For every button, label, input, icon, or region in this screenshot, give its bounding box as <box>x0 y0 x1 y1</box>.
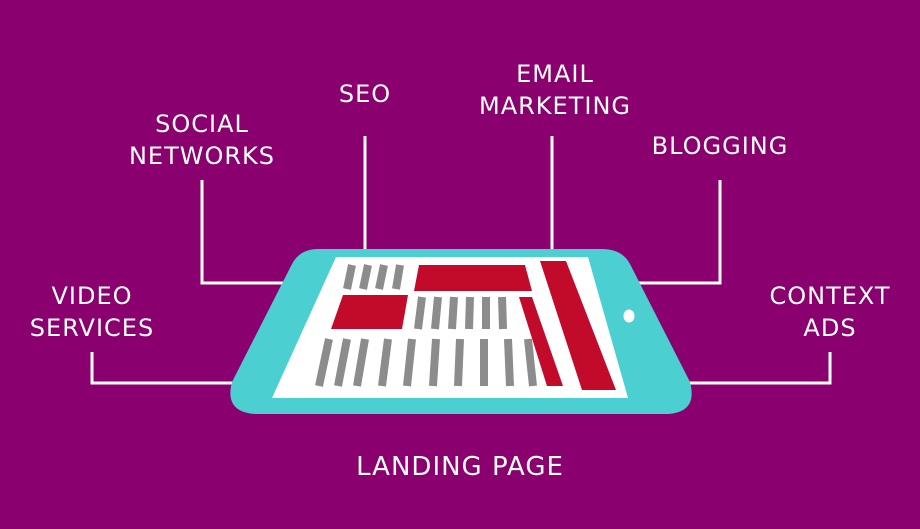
text-bar <box>375 264 388 290</box>
label-line: SEO <box>338 80 392 108</box>
label-seo: SEO <box>339 78 391 110</box>
text-bar <box>403 338 416 387</box>
text-bar <box>454 338 464 387</box>
content-blocks <box>331 261 616 390</box>
text-bar <box>378 338 392 387</box>
header-block <box>414 265 532 291</box>
label-line: VIDEO <box>51 282 133 310</box>
label-context-ads: CONTEXT ADS <box>769 280 890 344</box>
text-bar <box>353 338 369 387</box>
label-line: ADS <box>803 314 857 342</box>
label-line: EMAIL <box>516 60 594 88</box>
text-bar <box>429 338 440 387</box>
tablet <box>230 249 692 414</box>
text-bar <box>431 296 442 330</box>
text-bar <box>504 338 514 387</box>
text-bar <box>524 338 537 387</box>
label-line: SERVICES <box>29 314 155 342</box>
diagram-caption: LANDING PAGE <box>356 452 564 482</box>
text-bar <box>448 296 458 330</box>
feature-block <box>331 295 408 329</box>
connector-context-ads <box>688 352 832 385</box>
connector-blogging <box>628 180 722 285</box>
text-bar <box>465 296 474 330</box>
text-bar <box>315 338 333 387</box>
label-social-networks: SOCIAL NETWORKS <box>129 108 275 172</box>
label-blogging: BLOGGING <box>652 130 789 162</box>
text-bar <box>334 338 351 387</box>
text-bars <box>315 264 537 387</box>
label-video-services: VIDEO SERVICES <box>30 280 154 344</box>
label-line: SOCIAL <box>155 110 249 138</box>
connector-video-services <box>90 352 234 385</box>
text-bar <box>343 264 356 290</box>
label-line: NETWORKS <box>128 142 276 170</box>
text-bar <box>359 264 372 290</box>
connector-social-networks <box>200 180 292 285</box>
text-bar <box>414 296 426 330</box>
label-line: MARKETING <box>479 92 631 120</box>
sidebar-block <box>540 261 616 390</box>
label-email-marketing: EMAIL MARKETING <box>479 58 631 122</box>
text-bar <box>498 296 507 330</box>
label-line: CONTEXT <box>769 282 891 310</box>
label-line: BLOGGING <box>651 132 789 160</box>
sidebar-block-lower <box>519 297 563 386</box>
connector-lines <box>90 136 832 385</box>
tablet-home-button <box>623 309 635 323</box>
text-bar <box>392 264 404 290</box>
